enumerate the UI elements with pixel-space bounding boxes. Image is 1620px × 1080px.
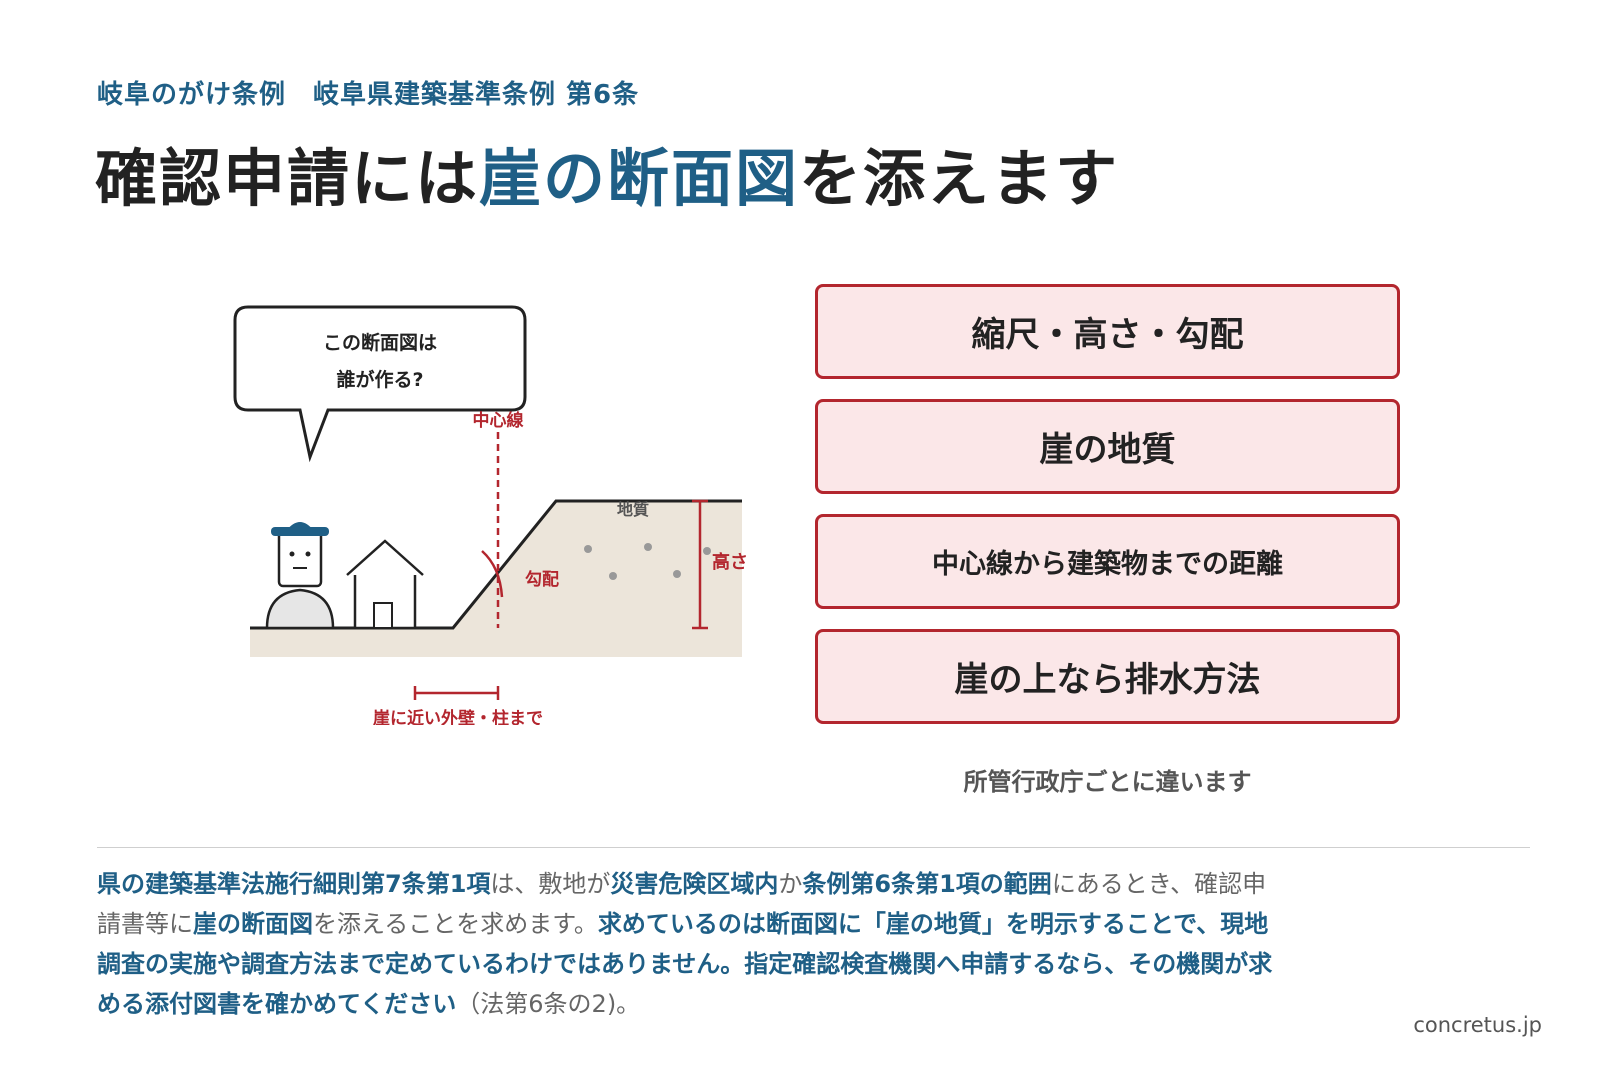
bubble-line2: 誰が作る?	[336, 368, 423, 391]
geology-dots	[584, 543, 711, 580]
slope-arc	[481, 550, 504, 598]
ground-section	[250, 501, 742, 657]
bubble-line1: この断面図は	[323, 331, 437, 354]
body-s2: は、敷地が	[490, 870, 611, 898]
house-icon	[346, 539, 424, 630]
requirements-list: 縮尺・高さ・勾配 崖の地質 中心線から建築物までの距離 崖の上なら排水方法	[815, 284, 1400, 744]
title-part1: 確認申請には	[95, 142, 480, 215]
title-part2: を添えます	[799, 142, 1120, 215]
body-s3: 災害危険区域内	[610, 870, 779, 898]
body-s7: 崖の断面図	[193, 910, 313, 938]
slope-label: 勾配	[525, 569, 559, 590]
subtitle: 岐阜のがけ条例 岐阜県建築基準条例 第6条	[97, 80, 640, 110]
requirement-geology: 崖の地質	[815, 399, 1400, 494]
body-s1: 県の建築基準法施行細則第7条第1項	[97, 870, 491, 898]
height-label: 高さ	[712, 551, 748, 573]
requirement-drainage: 崖の上なら排水方法	[815, 629, 1400, 724]
person-icon	[265, 522, 335, 630]
body-s5: 条例第6条第1項の範囲	[802, 870, 1052, 898]
requirements-note: 所管行政庁ごとに違います	[963, 768, 1252, 796]
centerline-label: 中心線	[473, 410, 524, 431]
geology-label: 地質	[617, 500, 649, 519]
site-credit: concretus.jp	[1413, 1013, 1542, 1037]
body-s8: を添えることを求めます。	[313, 910, 598, 938]
body-s10: （法第6条の2)。	[456, 990, 641, 1018]
body-s4: か	[778, 870, 803, 898]
speech-bubble	[233, 305, 527, 463]
body-paragraph: 県の建築基準法施行細則第7条第1項は、敷地が災害危険区域内か条例第6条第1項の範…	[97, 864, 1277, 1024]
requirement-distance: 中心線から建築物までの距離	[815, 514, 1400, 609]
divider	[97, 847, 1530, 848]
body-s6: にあるとき、確認申請書等に	[97, 870, 1267, 938]
distance-marker	[413, 686, 500, 700]
requirement-scale-height-slope: 縮尺・高さ・勾配	[815, 284, 1400, 379]
title-accent: 崖の断面図	[479, 142, 800, 215]
ground-line	[250, 499, 742, 630]
cliff-section-diagram: この断面図は 誰が作る? 中心線 勾配 地質 高さ 崖に近い外壁・柱まで	[233, 305, 748, 725]
height-marker	[692, 499, 708, 630]
body-s9: 求めているのは断面図に「崖の地質」を明示することで、現地調査の実施や調査方法まで…	[97, 910, 1273, 1018]
distance-label: 崖に近い外壁・柱まで	[372, 708, 543, 725]
page-title: 確認申請には崖の断面図を添えます	[95, 128, 1119, 218]
